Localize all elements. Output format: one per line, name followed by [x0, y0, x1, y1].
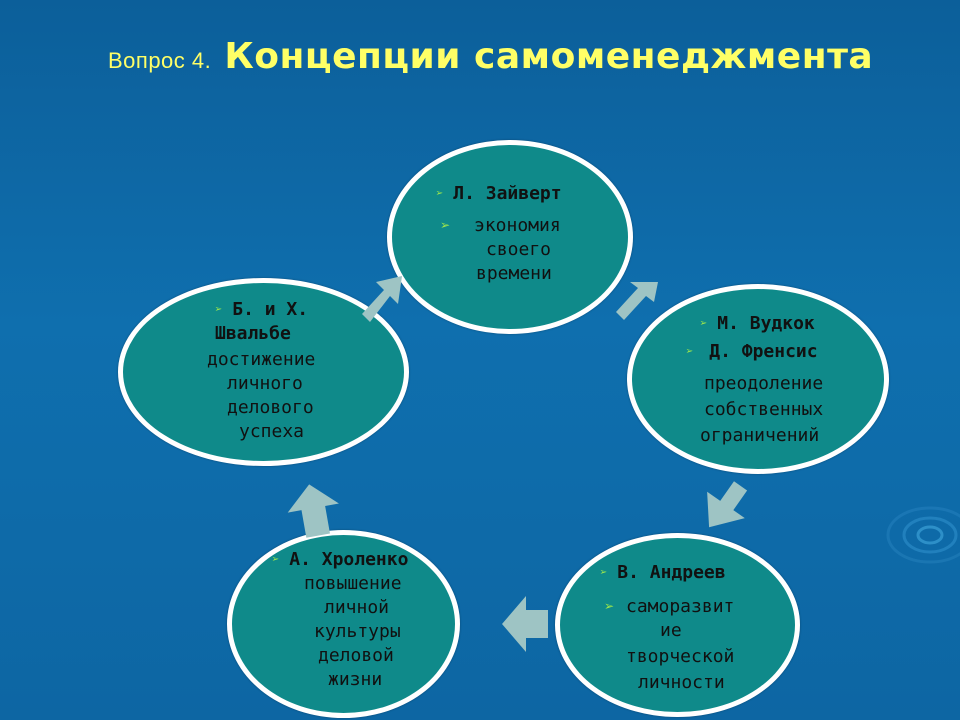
node-desc-line: преодоление	[704, 373, 824, 394]
node-desc-line: деловой	[318, 645, 394, 666]
node-author: Швальбе	[215, 323, 291, 344]
node-desc-line: творческой	[626, 646, 735, 667]
node-desc-line: времени	[476, 263, 552, 284]
arrow-bottom-left-to-left	[287, 484, 339, 538]
arrow-bullet-icon: ➢	[600, 565, 608, 579]
arrow-bullet-icon: ➢	[440, 218, 451, 232]
node-desc-line: своего	[486, 239, 552, 260]
node-khrolenko: ➢ А. Хроленко повышение личной культуры д…	[227, 530, 460, 718]
node-schwalbe: ➢ Б. и Х. Швальбе достижение личного дело…	[118, 278, 409, 466]
node-desc-line: достижение	[207, 349, 316, 370]
node-desc-line: собственных	[704, 399, 824, 420]
node-desc-line: саморазвит	[626, 596, 735, 617]
arrow-bullet-icon: ➢	[700, 316, 708, 330]
arrow-bullet-icon: ➢	[215, 302, 223, 316]
node-andreev: ➢ В. Андреев ➢ саморазвит ие творческой л…	[555, 533, 800, 717]
node-desc-line: успеха	[239, 421, 305, 442]
node-desc-line: личного	[227, 373, 303, 394]
node-author: А. Хроленко	[289, 549, 409, 570]
arrow-left-to-top	[362, 276, 402, 322]
node-desc-line: культуры	[314, 621, 401, 642]
arrow-bullet-icon: ➢	[686, 344, 694, 358]
ripple-decoration	[886, 506, 960, 564]
title-text: Концепции самоменеджмента	[224, 36, 874, 77]
arrow-top-to-right	[616, 282, 658, 320]
node-desc-line: повышение	[304, 573, 402, 594]
arrow-bullet-icon: ➢	[272, 552, 280, 566]
node-desc-line: жизни	[328, 669, 383, 690]
arrow-right-to-bottom	[707, 481, 748, 528]
node-desc-line: ие	[660, 620, 682, 641]
slide-title: Вопрос 4. Концепции самоменеджмента	[108, 36, 873, 77]
node-desc-line: экономия	[474, 215, 561, 236]
node-author: В. Андреев	[617, 562, 726, 583]
node-woodcock-francis: ➢М. Вудкок ➢Д. Френсис преодоление собст…	[627, 284, 889, 474]
arrow-bottom-to-left	[502, 596, 548, 652]
node-desc-line: личной	[324, 597, 390, 618]
node-desc-line: личности	[638, 672, 725, 693]
node-desc-line: делового	[227, 397, 314, 418]
node-desc-line: ограничений	[700, 425, 820, 446]
question-number: Вопрос 4.	[108, 48, 212, 73]
node-author: Д. Френсис	[709, 341, 818, 362]
node-author: Б. и Х.	[232, 299, 309, 320]
arrow-bullet-icon: ➢	[436, 186, 444, 200]
node-author: М. Вудкок	[717, 313, 815, 334]
node-author: Л. Зайверт	[453, 183, 562, 204]
node-zaivert: ➢Л. Зайверт ➢ экономия своего времени	[387, 140, 633, 334]
arrow-bullet-icon: ➢	[604, 599, 615, 613]
